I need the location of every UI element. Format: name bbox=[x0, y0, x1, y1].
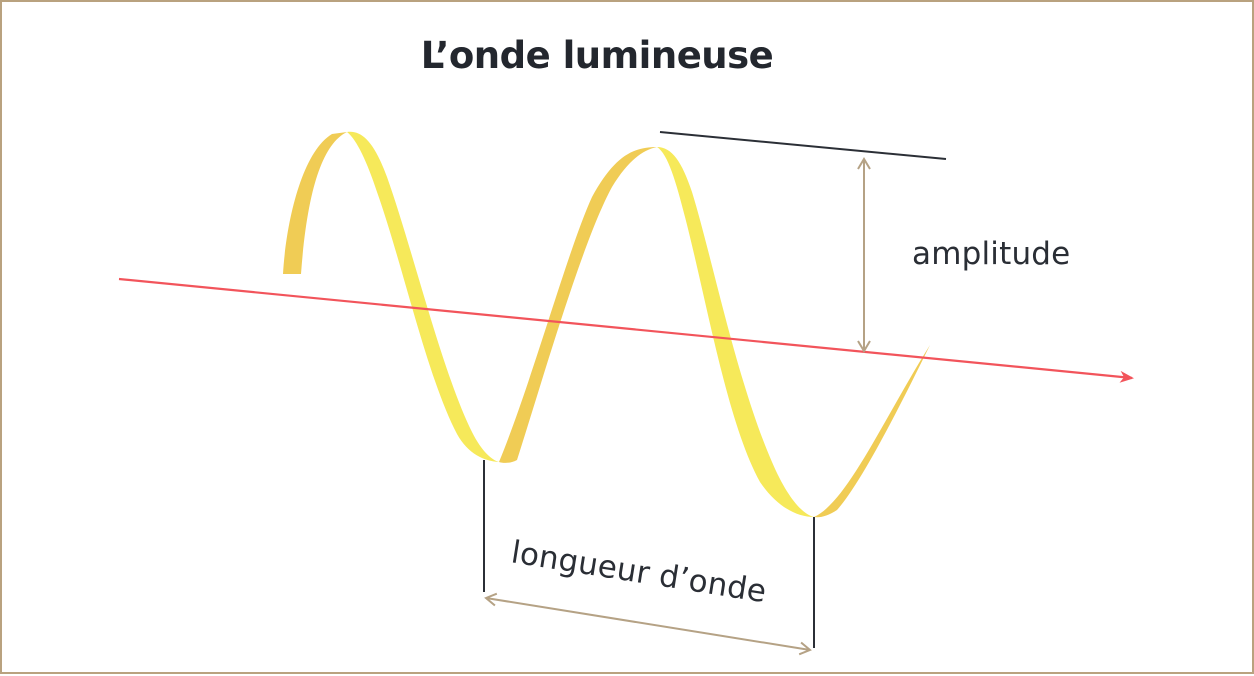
wave-ribbon-back bbox=[283, 132, 930, 518]
amplitude-label: amplitude bbox=[912, 236, 1070, 272]
propagation-axis-arrow bbox=[118, 277, 1134, 383]
wavelength-arrow bbox=[484, 592, 812, 656]
amplitude-reference-line bbox=[659, 131, 947, 160]
wavelength-label: longueur d’onde bbox=[509, 534, 769, 610]
wave-ribbon-front bbox=[347, 131, 814, 517]
diagram-title: L’onde lumineuse bbox=[421, 34, 774, 77]
